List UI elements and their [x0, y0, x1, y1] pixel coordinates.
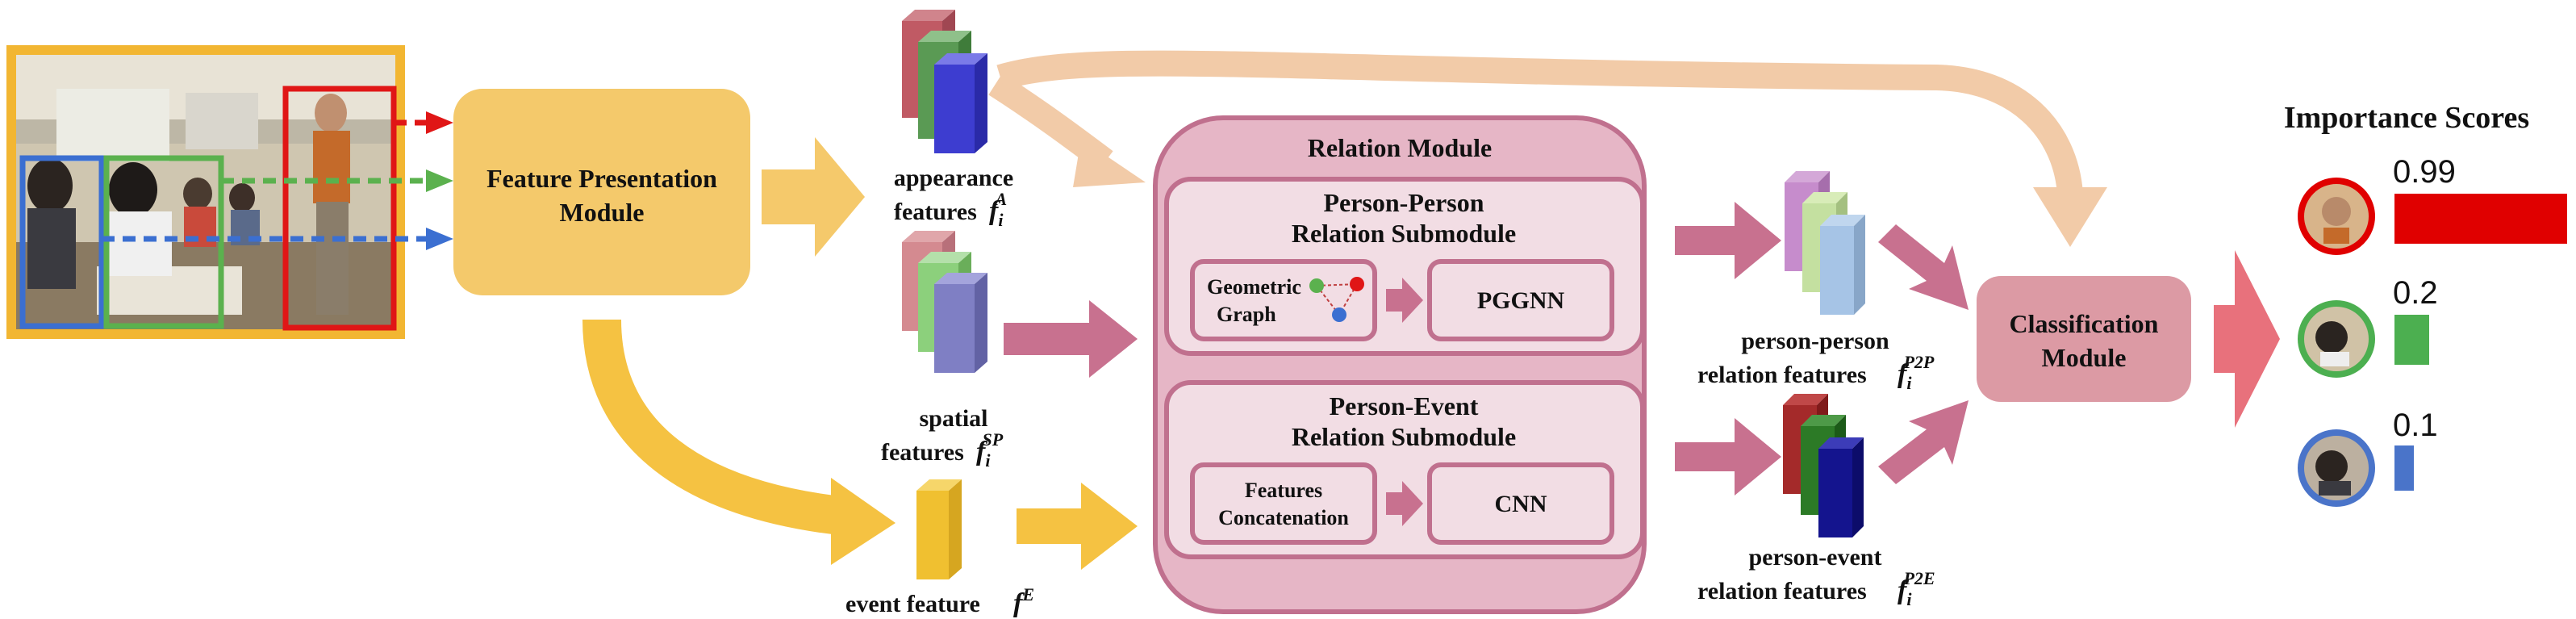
- p2p-feature-blocks: [1785, 171, 1865, 315]
- input-image: [6, 45, 405, 339]
- arrow-spatial-to-relation: [1004, 300, 1138, 378]
- arrow-to-event-feature: [582, 319, 850, 536]
- features-concat-label-1: Features: [1245, 479, 1322, 502]
- detection-arrows: [102, 111, 453, 250]
- score-row-1: [2298, 178, 2375, 255]
- arrow-to-event-feature-head: [831, 478, 896, 565]
- event-feature-block: [916, 479, 962, 579]
- classification-label-2: Module: [2042, 343, 2127, 372]
- spatial-feature-blocks: [902, 231, 987, 373]
- appearance-feature-blocks: [902, 10, 987, 153]
- classification-label-1: Classification: [2010, 309, 2159, 338]
- p2p-symbol: fiP2P: [1898, 352, 1935, 393]
- arrow-p2e-to-classification: [1878, 400, 1969, 484]
- score-label-2: 0.2: [2393, 275, 2438, 311]
- arrow-event-to-relation: [1017, 483, 1138, 570]
- geometric-graph-box: [1190, 259, 1377, 341]
- importance-bar-3: [2394, 445, 2414, 491]
- cnn-label: CNN: [1495, 491, 1547, 517]
- geometric-graph-label-1: Geometric: [1207, 275, 1301, 299]
- arrow-relation-to-p2p: [1675, 202, 1781, 279]
- importance-title: Importance Scores: [2284, 101, 2529, 135]
- arrow-classification-to-scores: [2214, 250, 2280, 428]
- cnn-box: [1427, 462, 1614, 545]
- features-concat-box: [1190, 462, 1377, 545]
- appearance-label-2: features: [894, 199, 977, 225]
- relation-module-title: Relation Module: [1308, 133, 1492, 162]
- p2e-title-2: Relation Submodule: [1292, 422, 1516, 451]
- event-symbol: fE: [1013, 584, 1034, 618]
- arrow-graph-to-pggnn: [1386, 278, 1423, 323]
- spatial-label-1: spatial: [919, 405, 987, 432]
- importance-bar-1: [2394, 194, 2567, 244]
- p2e-features-label-1: person-event: [1749, 544, 1882, 571]
- pggnn-label: PGGNN: [1477, 287, 1565, 314]
- appearance-label-1: appearance: [894, 165, 1013, 191]
- feature-presentation-module: [453, 89, 750, 295]
- arrow-relation-to-p2e: [1675, 418, 1781, 496]
- spatial-label-2: features: [881, 439, 964, 466]
- p2p-features-label-1: person-person: [1741, 328, 1889, 354]
- p2p-submodule: [1164, 177, 1645, 356]
- score-label-3: 0.1: [2393, 408, 2438, 443]
- feature-presentation-label-1: Feature Presentation: [486, 164, 717, 193]
- score-row-2: [2298, 300, 2375, 378]
- arrow-p2p-to-classification: [1878, 224, 1969, 310]
- arrow-appearance-to-classification-head: [2033, 187, 2107, 247]
- p2e-title-1: Person-Event: [1330, 391, 1479, 420]
- p2p-title-2: Relation Submodule: [1292, 219, 1516, 248]
- classification-module: [1977, 276, 2191, 402]
- p2p-features-label-2: relation features: [1697, 362, 1867, 388]
- score-label-1: 0.99: [2393, 154, 2456, 190]
- p2e-features-label-2: relation features: [1697, 578, 1867, 604]
- importance-bar-2: [2394, 315, 2429, 365]
- arrow-concat-to-cnn: [1386, 481, 1423, 526]
- spatial-symbol: fiSP: [976, 429, 1004, 471]
- p2e-submodule: [1164, 380, 1645, 559]
- p2e-feature-blocks: [1783, 394, 1864, 537]
- graph-icon: [1309, 277, 1364, 322]
- event-label: event feature: [845, 591, 980, 617]
- score-row-3: [2298, 429, 2375, 507]
- feature-presentation-label-2: Module: [560, 198, 645, 227]
- importance-bars: [2394, 194, 2567, 491]
- appearance-symbol: fiA: [989, 189, 1007, 230]
- p2e-symbol: fiP2E: [1898, 568, 1935, 609]
- arrow-to-appearance: [762, 137, 865, 257]
- geometric-graph-label-2: Graph: [1217, 303, 1276, 326]
- arrow-appearance-to-relation-head: [1073, 139, 1146, 187]
- arrow-appearance-to-classification: [996, 50, 2083, 195]
- p2p-title-1: Person-Person: [1323, 188, 1484, 217]
- features-concat-label-2: Concatenation: [1218, 506, 1349, 529]
- pggnn-box: [1427, 259, 1614, 341]
